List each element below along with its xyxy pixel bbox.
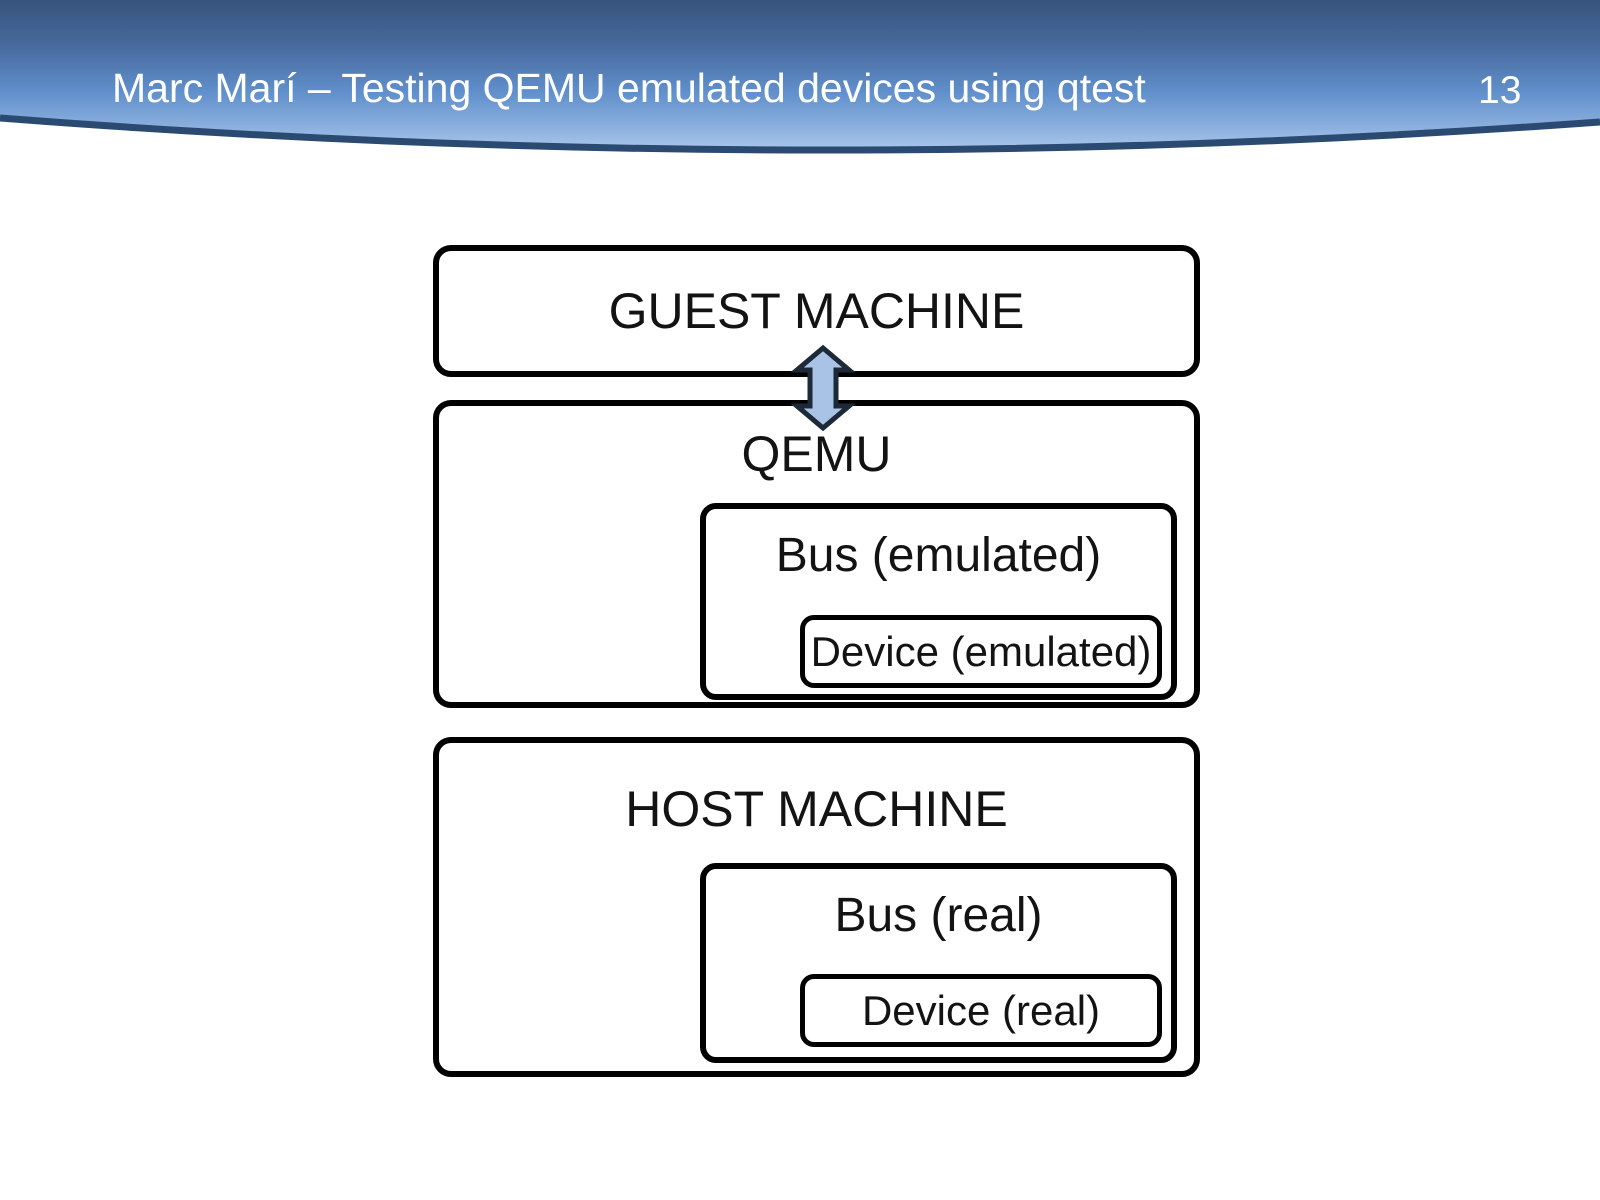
guest-machine-label: GUEST MACHINE bbox=[608, 283, 1025, 339]
host-machine-label: HOST MACHINE bbox=[625, 781, 1008, 837]
device-emulated-box: Device (emulated) bbox=[800, 615, 1162, 688]
bus-emulated-label: Bus (emulated) bbox=[775, 529, 1102, 582]
header-gradient-area bbox=[0, 0, 1600, 151]
header-banner bbox=[0, 0, 1600, 154]
device-real-label: Device (real) bbox=[861, 986, 1101, 1034]
header-swoosh-line bbox=[0, 114, 1600, 154]
qemu-label: QEMU bbox=[741, 426, 892, 482]
page-number: 13 bbox=[1478, 69, 1522, 112]
device-real-box: Device (real) bbox=[800, 974, 1162, 1047]
updown-arrow-shape bbox=[791, 344, 855, 432]
header-title: Marc Marí – Testing QEMU emulated device… bbox=[112, 65, 1146, 111]
bus-real-label: Bus (real) bbox=[834, 889, 1043, 942]
device-emulated-label: Device (emulated) bbox=[810, 627, 1152, 675]
updown-arrow-icon bbox=[791, 344, 855, 432]
